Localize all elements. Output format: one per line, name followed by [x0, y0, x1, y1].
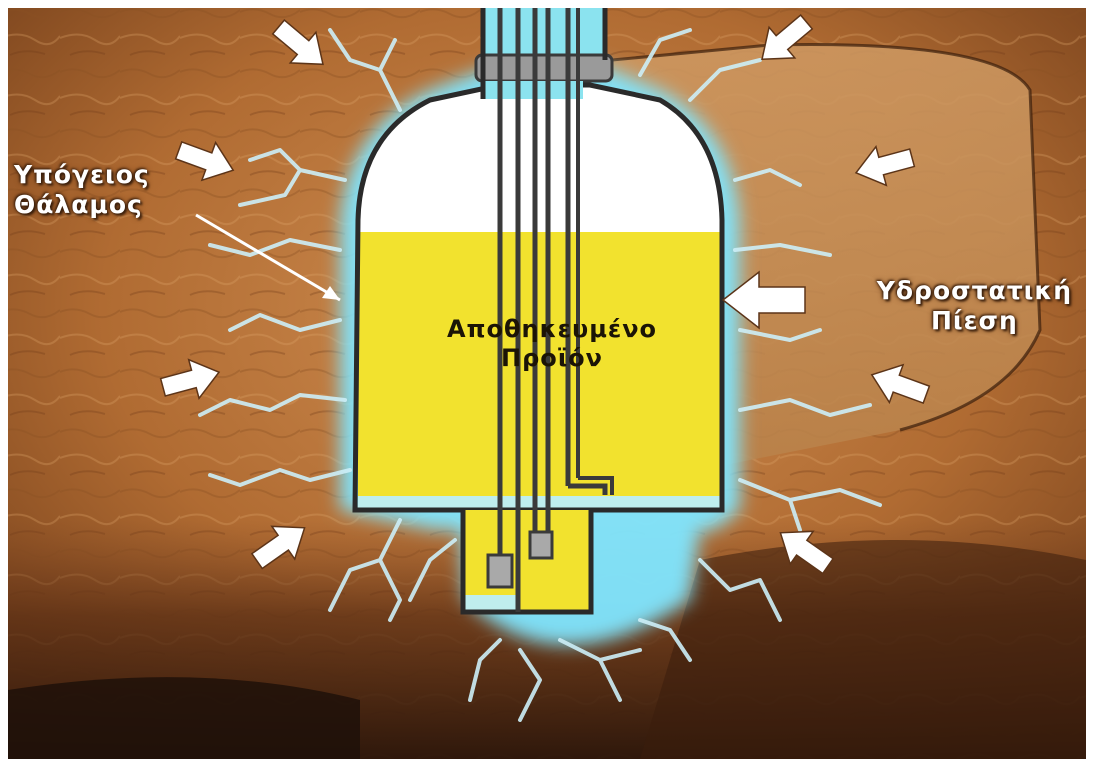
chamber-label-line2: Θάλαμος — [14, 190, 150, 220]
pump-right — [530, 532, 552, 558]
product-label-line1: Αποθηκευμένο — [372, 315, 732, 344]
stored-product-label: Αποθηκευμένο Προϊόν — [372, 315, 732, 373]
pump-left — [488, 555, 512, 587]
pressure-label-line1: Υδροστατική — [877, 276, 1072, 306]
chamber-label-line1: Υπόγειος — [14, 160, 150, 190]
hydrostatic-pressure-label: Υδροστατική Πίεση — [877, 276, 1072, 336]
pressure-label-line2: Πίεση — [877, 306, 1072, 336]
product-label-line2: Προϊόν — [372, 344, 732, 373]
underground-chamber-label: Υπόγειος Θάλαμος — [14, 160, 150, 220]
